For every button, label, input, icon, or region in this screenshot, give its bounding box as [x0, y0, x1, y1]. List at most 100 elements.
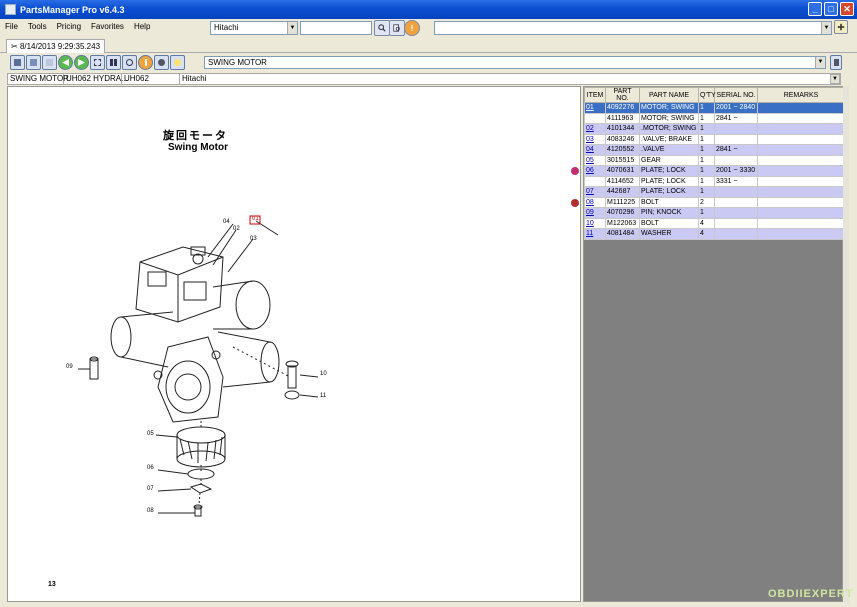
cell-item[interactable]: 11 [584, 228, 606, 240]
callout-05[interactable]: 05 [147, 431, 154, 437]
callout-01[interactable]: 01 [252, 216, 259, 222]
close-icon[interactable]: ✕ [840, 2, 854, 16]
callout-03[interactable]: 03 [250, 236, 257, 242]
cell-item[interactable]: 06 [571, 165, 606, 177]
back-button[interactable] [58, 55, 73, 70]
item-link[interactable]: 11 [586, 230, 594, 238]
split-button[interactable] [106, 55, 121, 70]
alert-button[interactable] [138, 55, 153, 70]
vertical-scrollbar[interactable] [843, 86, 849, 602]
cell-item[interactable]: 02 [584, 123, 606, 135]
manufacturer-select[interactable]: Hitachi ▼ [210, 21, 298, 35]
breadcrumb-model[interactable]: UH062 [122, 74, 180, 84]
add-button[interactable] [834, 20, 848, 34]
menu-help[interactable]: Help [133, 22, 151, 31]
callout-10[interactable]: 10 [320, 371, 327, 377]
copy-button[interactable] [26, 55, 41, 70]
cell-item[interactable] [584, 175, 606, 187]
col-item[interactable]: ITEM [584, 87, 606, 103]
right-select[interactable]: ▼ [434, 21, 832, 35]
breadcrumb-model-group[interactable]: UH062 HYDRA... [66, 74, 128, 84]
chevron-down-icon[interactable]: ▼ [821, 22, 831, 34]
zoom-button[interactable] [122, 55, 137, 70]
cell-name: PLATE; LOCK [639, 175, 699, 187]
section-select[interactable]: SWING MOTOR ▼ [204, 56, 826, 69]
print-button[interactable] [10, 55, 25, 70]
cell-qty: 1 [698, 186, 715, 198]
help-button[interactable] [170, 55, 185, 70]
cell-item[interactable] [584, 112, 606, 124]
callout-04[interactable]: 04 [223, 219, 230, 225]
forward-button[interactable] [74, 55, 89, 70]
cell-item[interactable]: 09 [584, 207, 606, 219]
search-button[interactable] [374, 20, 390, 36]
menu-pricing[interactable]: Pricing [56, 22, 82, 31]
cell-item[interactable]: 08 [571, 196, 606, 208]
cell-item[interactable]: 07 [584, 186, 606, 198]
cell-item[interactable]: 03 [584, 133, 606, 145]
item-link[interactable]: 07 [586, 188, 594, 196]
callout-07[interactable]: 07 [147, 486, 154, 492]
col-remarks[interactable]: REMARKS [757, 87, 845, 103]
breadcrumb-manufacturer[interactable]: Hitachi [182, 74, 207, 83]
cell-item[interactable]: 04 [584, 144, 606, 156]
minimize-icon[interactable]: _ [808, 2, 822, 16]
menu-tools[interactable]: Tools [27, 22, 47, 31]
col-serial-no[interactable]: SERIAL NO. [714, 87, 758, 103]
maximize-icon[interactable]: □ [824, 2, 838, 16]
item-link[interactable]: 08 [586, 198, 594, 206]
item-link[interactable]: 01 [586, 104, 594, 112]
chevron-down-icon[interactable]: ▼ [287, 22, 297, 34]
menu-row: File Tools Pricing Favorites Help Hitach… [0, 19, 857, 37]
alert-button[interactable] [404, 20, 420, 36]
fit-button[interactable] [90, 55, 105, 70]
callout-06[interactable]: 06 [147, 465, 154, 471]
item-link[interactable]: 02 [586, 125, 594, 133]
item-link[interactable]: 04 [586, 146, 594, 154]
session-tab[interactable]: ✂ 8/14/2013 9:29:35.243 [6, 39, 106, 53]
col-part-name[interactable]: PART NAME [639, 87, 699, 103]
chevron-down-icon[interactable]: ▼ [830, 74, 840, 84]
menu-favorites[interactable]: Favorites [91, 22, 124, 31]
col-qty[interactable]: Q'TY [698, 87, 716, 103]
cell-item[interactable]: 01 [584, 102, 606, 114]
cell-item[interactable]: 05 [584, 154, 606, 166]
wrench-icon[interactable] [571, 198, 579, 207]
settings-button[interactable] [154, 55, 169, 70]
save-button[interactable] [42, 55, 57, 70]
item-link[interactable]: 05 [586, 156, 594, 164]
col-part-no[interactable]: PART NO. [605, 87, 640, 103]
breadcrumb-section[interactable]: SWING MOTOR [10, 74, 69, 84]
diagram-panel[interactable]: 旋回モータ Swing Motor [7, 86, 581, 602]
chevron-down-icon[interactable]: ▼ [815, 57, 825, 68]
item-link[interactable]: 06 [586, 167, 594, 175]
callout-02[interactable]: 02 [233, 226, 240, 232]
search-input[interactable] [300, 21, 372, 35]
callout-09[interactable]: 09 [66, 364, 73, 370]
item-link[interactable]: 09 [586, 209, 594, 217]
advanced-search-button[interactable] [389, 20, 405, 36]
item-link[interactable]: 03 [586, 135, 594, 143]
item-link[interactable]: 10 [586, 219, 594, 227]
cell-name: .MOTOR; SWING [639, 123, 699, 135]
gear-icon[interactable] [571, 167, 579, 175]
cell-item[interactable]: 10 [584, 217, 606, 229]
callout-11[interactable]: 11 [320, 393, 327, 399]
book-button[interactable] [830, 55, 842, 70]
menu-file[interactable]: File [5, 22, 18, 31]
cell-serial [714, 228, 758, 240]
callout-08[interactable]: 08 [147, 508, 154, 514]
